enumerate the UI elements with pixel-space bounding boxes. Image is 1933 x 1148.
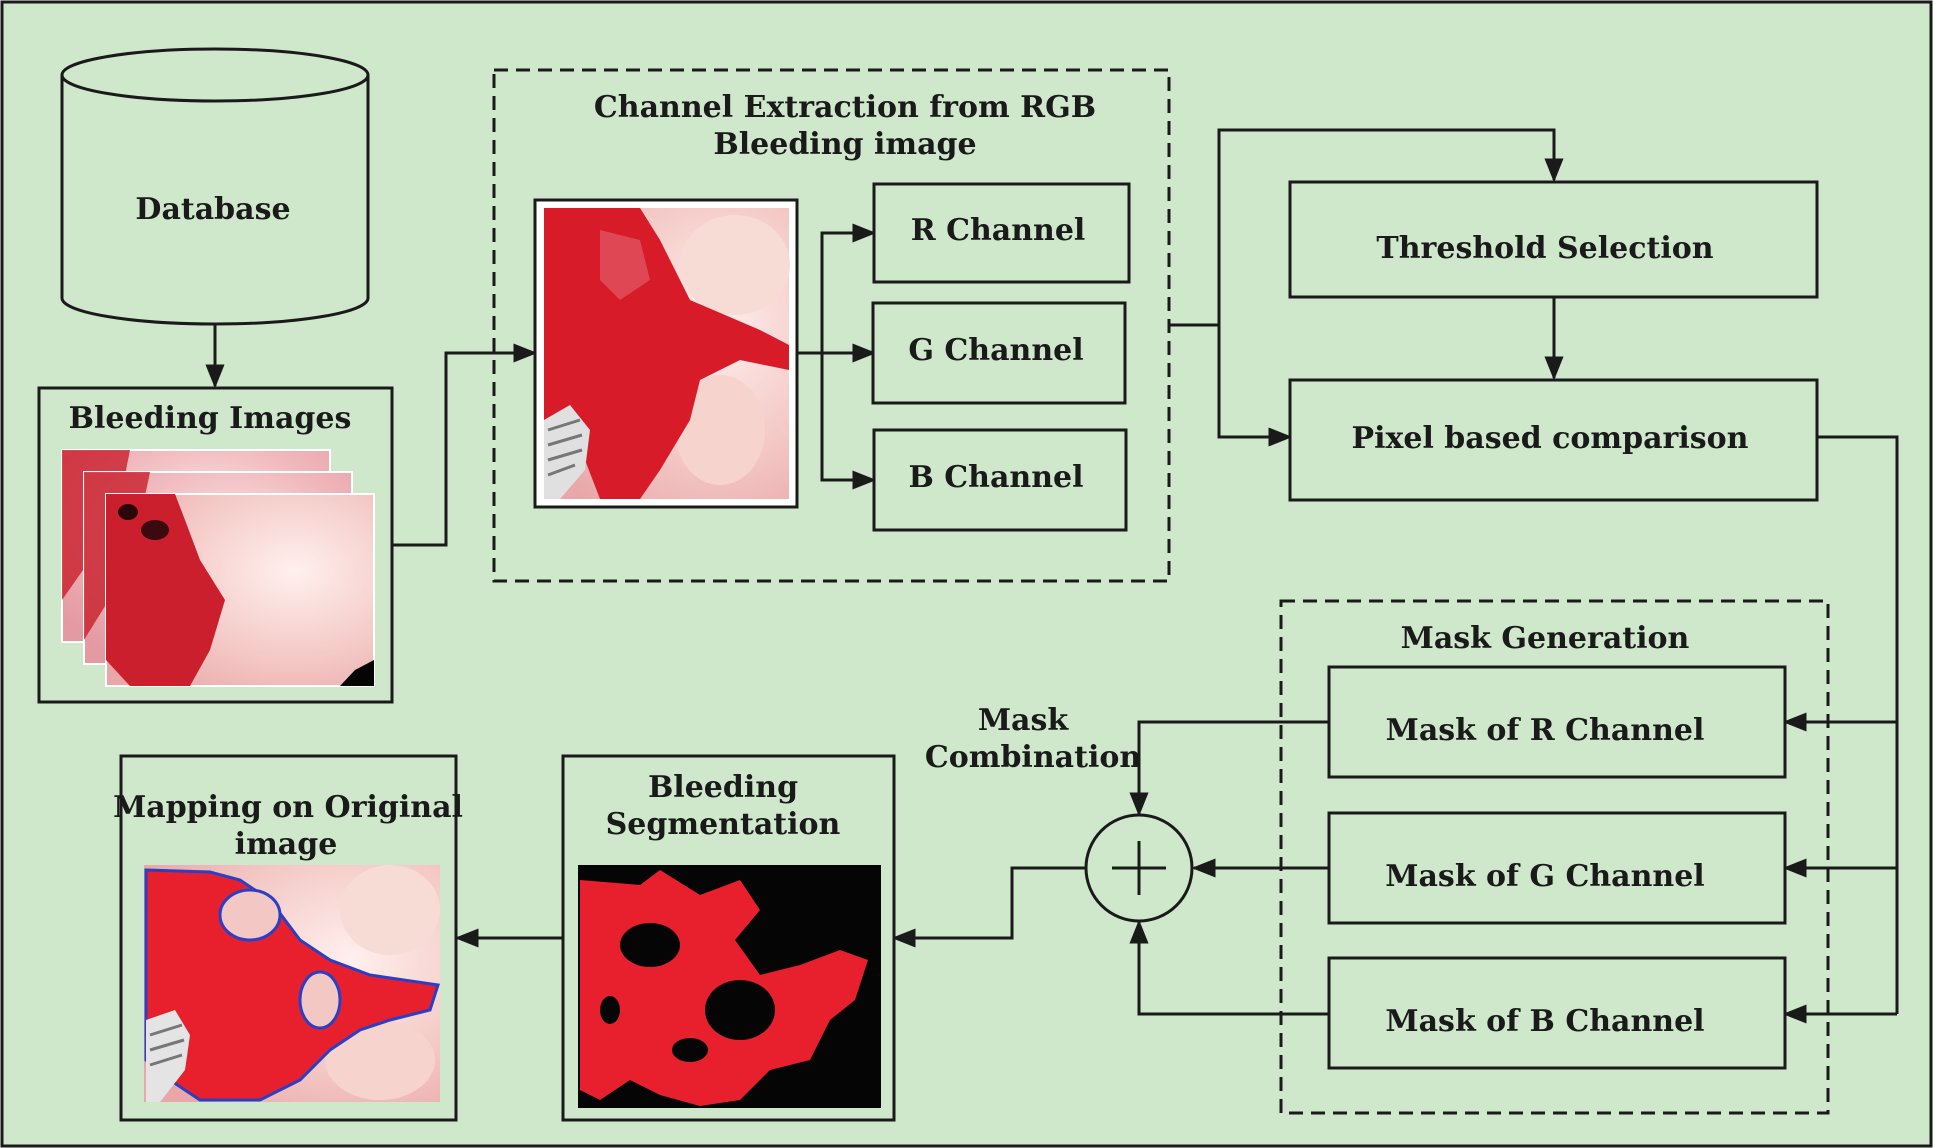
connector-pixel-to-masks [1817,435,1899,1014]
mask-g-label: Mask of G Channel [1385,859,1704,894]
channel-extraction-title-2: Bleeding image [713,127,976,162]
mask-generation-title: Mask Generation [1401,621,1690,656]
g-channel-label: G Channel [908,333,1083,368]
database-label: Database [135,192,290,227]
arrow-to-threshold [1217,128,1564,325]
mask-r-label: Mask of R Channel [1386,713,1705,748]
pixel-comparison-label: Pixel based comparison [1352,421,1749,456]
arrow-combination-to-segmentation [891,866,1086,948]
arrow-to-b-channel [820,353,877,490]
mask-b-label: Mask of B Channel [1385,1004,1704,1039]
plus-circle-icon [1084,813,1194,923]
mapped-overlay-image [144,865,440,1102]
mask-combination-label-1: Mask [978,703,1070,738]
mask-g-box [1327,811,1787,925]
mapping-label-1: Mapping on Original [113,790,463,825]
threshold-selection-label: Threshold Selection [1376,231,1713,266]
arrow-to-r-channel [797,223,877,355]
channel-extraction-group: Channel Extraction from RGB Bleeding ima… [492,68,1171,583]
pixel-comparison-box [1288,378,1819,502]
segmentation-mask-image [578,865,881,1108]
arrow-images-to-extraction [392,343,538,547]
r-channel-box [872,182,1131,284]
b-channel-box [872,428,1128,532]
g-channel-box [871,301,1127,405]
r-channel-label: R Channel [911,213,1086,248]
threshold-selection-box [1288,180,1819,299]
rgb-bleeding-image [544,208,790,499]
mask-generation-group: Mask Generation Mask of R Channel Mask o… [1279,599,1830,1115]
database-cylinder: Database [60,47,370,326]
arrow-mask-r-to-combination [1129,720,1329,817]
bleeding-segmentation-box: Bleeding Segmentation [561,754,896,1122]
bleeding-images-label: Bleeding Images [69,401,352,436]
mapping-label-2: image [235,827,338,862]
bleeding-segmentation-label-2: Segmentation [606,807,841,842]
mask-b-box [1327,956,1787,1070]
mask-combination-label-2: Combination [925,740,1142,775]
arrow-to-pixel-comparison [1217,325,1293,447]
bleeding-image-stack [61,449,375,687]
bleeding-images-box: Bleeding Images [37,386,394,704]
arrow-mask-b-to-combination [1129,919,1329,1016]
mapping-box: Mapping on Original image [113,754,463,1122]
bleeding-segmentation-label-1: Bleeding [648,770,798,805]
b-channel-label: B Channel [908,460,1083,495]
channel-extraction-title-1: Channel Extraction from RGB [594,90,1096,125]
